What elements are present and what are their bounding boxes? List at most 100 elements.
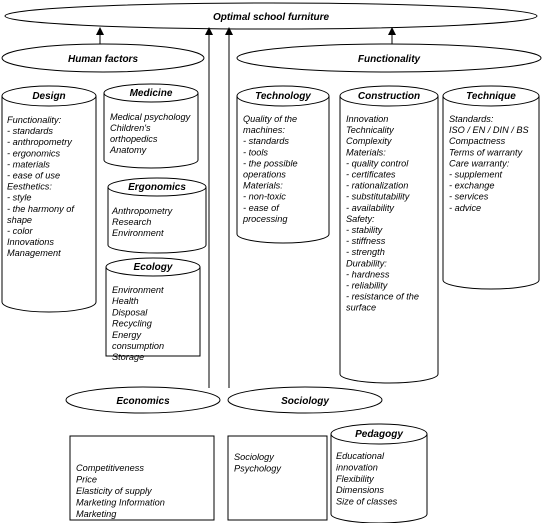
human-factors-label: Human factors bbox=[68, 54, 138, 65]
list-item: - quality control bbox=[346, 158, 409, 168]
list-item: Sociology bbox=[234, 452, 275, 462]
list-item: - rationalization bbox=[346, 181, 408, 191]
list-item: - exchange bbox=[449, 181, 494, 191]
list-item: Children's bbox=[110, 123, 151, 133]
list-item: - standards bbox=[243, 136, 289, 146]
list-item: Complexity bbox=[346, 136, 393, 146]
list-item: Environment bbox=[112, 228, 164, 238]
main-goal-title: Optimal school furniture bbox=[213, 12, 330, 23]
list-item: - hardness bbox=[346, 269, 390, 279]
list-item: - ease of use bbox=[7, 171, 60, 181]
list-item: - strength bbox=[346, 247, 385, 257]
list-item: Health bbox=[112, 296, 139, 306]
list-item: - services bbox=[449, 192, 489, 202]
list-item: Flexibility bbox=[336, 474, 375, 484]
list-item: Size of classes bbox=[336, 497, 398, 507]
pedagogy-cylinder: Pedagogy EducationalinnovationFlexibilit… bbox=[330, 423, 428, 523]
main-goal-ellipse bbox=[4, 2, 538, 30]
list-item: - materials bbox=[7, 159, 50, 169]
ecology-title: Ecology bbox=[134, 262, 173, 273]
list-item: Technicality bbox=[346, 125, 395, 135]
sociology-label: Sociology bbox=[281, 396, 329, 407]
design-cylinder: Design Functionality:- standards- anthro… bbox=[1, 85, 97, 313]
list-item: - substitutability bbox=[346, 192, 411, 202]
list-item: - non-toxic bbox=[243, 192, 286, 202]
list-item: Medical psychology bbox=[110, 112, 192, 122]
list-item: - standards bbox=[7, 126, 53, 136]
list-item: orthopedics bbox=[110, 134, 158, 144]
list-item: Environment bbox=[112, 285, 164, 295]
list-item: - anthropometry bbox=[7, 137, 73, 147]
ergonomics-cylinder: Ergonomics AnthropometryResearchEnvironm… bbox=[107, 177, 207, 254]
ecology-cylinder: Ecology EnvironmentHealthDisposalRecycli… bbox=[105, 257, 201, 362]
list-item: Dimensions bbox=[336, 485, 384, 495]
list-item: processing bbox=[242, 214, 288, 224]
list-item: Functionality: bbox=[7, 115, 62, 125]
list-item: consumption bbox=[112, 341, 164, 351]
human-factors-ellipse bbox=[1, 43, 205, 73]
technology-title: Technology bbox=[255, 91, 311, 102]
economics-label: Economics bbox=[116, 396, 170, 407]
list-item: Marketing bbox=[76, 509, 117, 519]
functionality-label: Functionality bbox=[358, 54, 421, 65]
list-item: shape bbox=[7, 215, 32, 225]
construction-title: Construction bbox=[358, 91, 420, 102]
sociology-ellipse bbox=[227, 386, 383, 414]
list-item: Recycling bbox=[112, 319, 153, 329]
economics-ellipse bbox=[65, 386, 221, 414]
list-item: operations bbox=[243, 170, 286, 180]
list-item: Elasticity of supply bbox=[76, 486, 153, 496]
list-item: Anatomy bbox=[109, 145, 148, 155]
list-item: - style bbox=[7, 193, 32, 203]
ergonomics-title: Ergonomics bbox=[128, 182, 186, 193]
list-item: Anthropometry bbox=[111, 206, 174, 216]
list-item: Care warranty: bbox=[449, 158, 510, 168]
list-item: Price bbox=[76, 475, 97, 485]
medicine-lines: Medical psychologyChildren'sorthopedicsA… bbox=[109, 112, 192, 155]
list-item: Standards: bbox=[449, 114, 494, 124]
pedagogy-lines: EducationalinnovationFlexibilityDimensio… bbox=[336, 451, 398, 507]
list-item: Research bbox=[112, 217, 151, 227]
list-item: Quality of the bbox=[243, 114, 297, 124]
medicine-title: Medicine bbox=[130, 88, 173, 99]
list-item: - advice bbox=[449, 203, 481, 213]
list-item: Terms of warranty bbox=[449, 147, 524, 157]
list-item: Materials: bbox=[346, 147, 386, 157]
list-item: Durability: bbox=[346, 258, 387, 268]
pedagogy-title: Pedagogy bbox=[355, 429, 403, 440]
list-item: - the possible bbox=[243, 158, 298, 168]
design-lines: Functionality:- standards- anthropometry… bbox=[7, 115, 75, 258]
construction-lines: InnovationTechnicalityComplexityMaterial… bbox=[346, 114, 419, 313]
list-item: Innovations bbox=[7, 237, 54, 247]
list-item: Educational bbox=[336, 451, 385, 461]
list-item: - ergonomics bbox=[7, 148, 61, 158]
technique-title: Technique bbox=[466, 91, 516, 102]
list-item: - stiffness bbox=[346, 236, 386, 246]
list-item: Competitiveness bbox=[76, 463, 144, 473]
list-item: machines: bbox=[243, 125, 285, 135]
list-item: Compactness bbox=[449, 136, 506, 146]
list-item: surface bbox=[346, 303, 376, 313]
list-item: - reliability bbox=[346, 281, 389, 291]
list-item: ISO / EN / DIN / BS bbox=[449, 125, 530, 135]
list-item: - stability bbox=[346, 225, 384, 235]
list-item: Eesthetics: bbox=[7, 182, 52, 192]
list-item: - the harmony of bbox=[7, 204, 75, 214]
functionality-ellipse bbox=[236, 43, 542, 73]
technique-cylinder: Technique Standards:ISO / EN / DIN / BSC… bbox=[442, 85, 540, 290]
medicine-cylinder: Medicine Medical psychologyChildren'sort… bbox=[103, 83, 199, 169]
list-item: Disposal bbox=[112, 307, 148, 317]
list-item: Management bbox=[7, 248, 61, 258]
construction-cylinder: Construction InnovationTechnicalityCompl… bbox=[339, 85, 439, 384]
list-item: - certificates bbox=[346, 170, 396, 180]
list-item: Safety: bbox=[346, 214, 375, 224]
list-item: Psychology bbox=[234, 464, 282, 474]
